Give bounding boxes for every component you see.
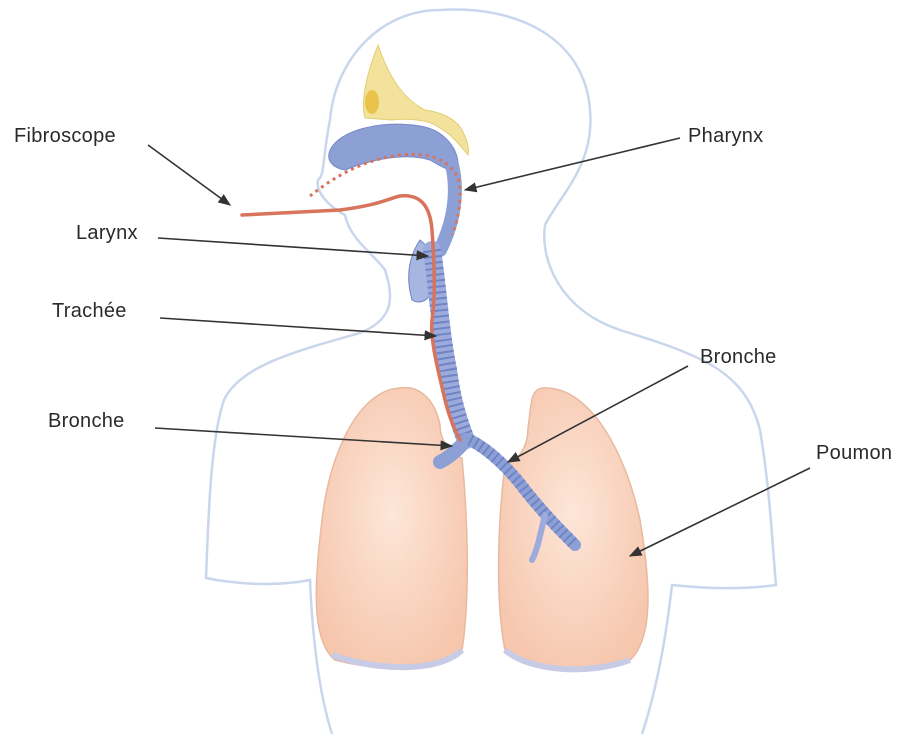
- pharynx: [440, 165, 455, 250]
- label-pharynx: Pharynx: [688, 125, 763, 148]
- sinus: [365, 90, 379, 114]
- trachee-arrow: [160, 318, 436, 336]
- right-lung: [499, 388, 648, 670]
- label-trachee: Trachée: [52, 300, 127, 323]
- poumon-arrow: [630, 468, 810, 556]
- label-larynx: Larynx: [76, 222, 138, 245]
- larynx-arrow: [158, 238, 428, 256]
- nasal-cavity: [329, 124, 458, 170]
- label-poumon: Poumon: [816, 442, 892, 465]
- label-bronche-left: Bronche: [48, 410, 125, 433]
- fibroscope-arrow: [148, 145, 230, 205]
- label-fibroscope: Fibroscope: [14, 125, 116, 148]
- left-lung: [316, 388, 467, 668]
- fibroscope-nasal-path: [310, 154, 460, 235]
- body-outline: [206, 10, 776, 734]
- label-bronche-right: Bronche: [700, 346, 777, 369]
